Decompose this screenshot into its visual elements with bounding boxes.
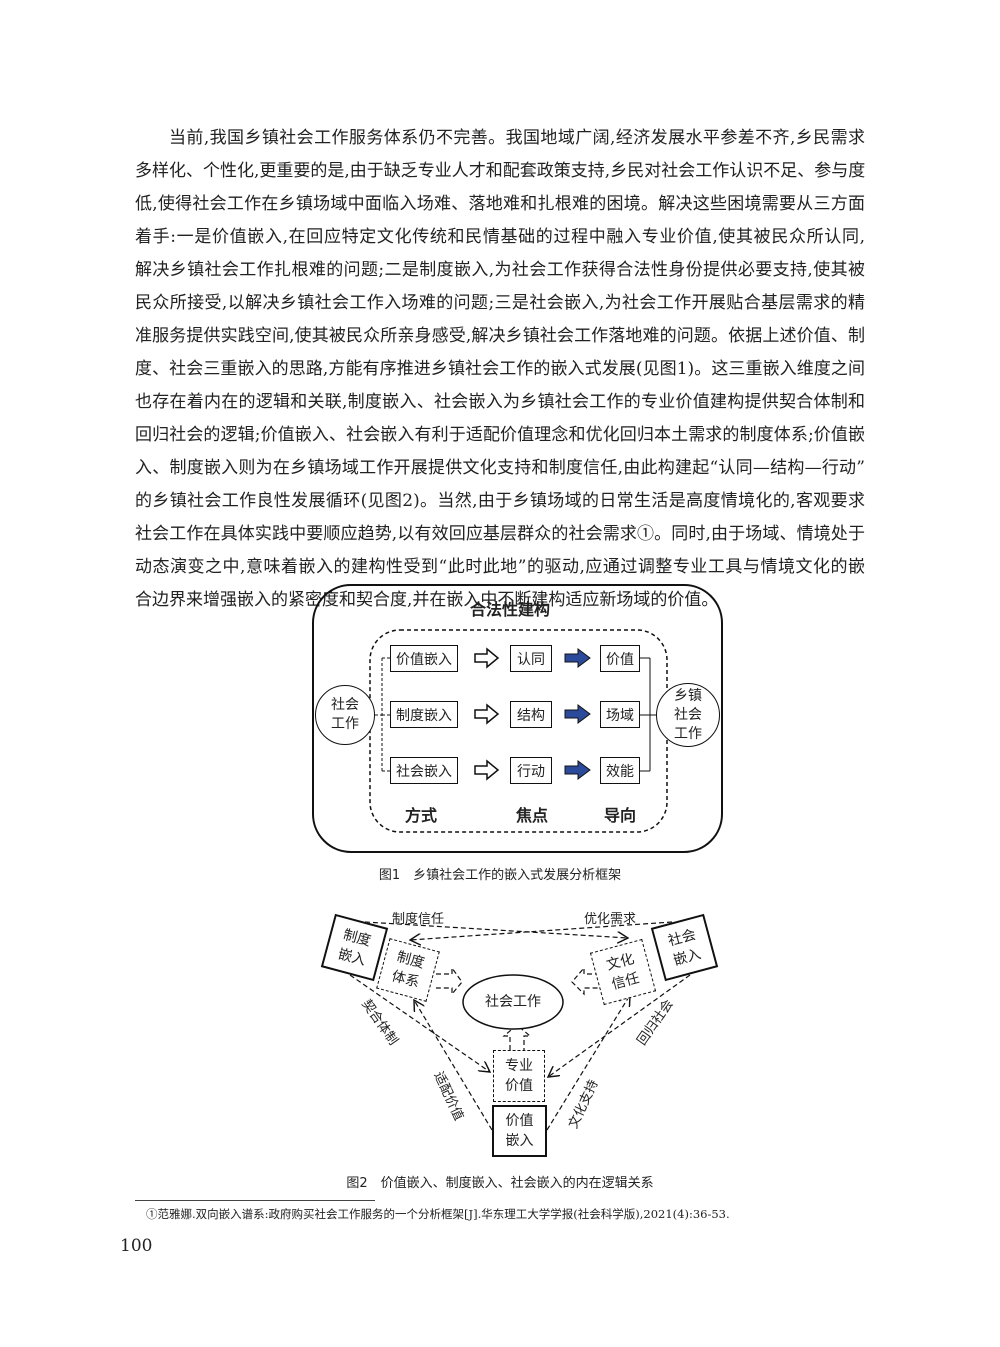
body-line: 低,使得社会工作在乡镇场域中面临入场难、落地难和扎根难的困境。解决这些困境需要从… [135,194,865,214]
node-township-social-work: 乡镇社会工作 [656,683,720,747]
focus-box: 行动 [510,757,552,784]
node-cultural-trust-label: 文化信任 [604,950,642,994]
orientation-box: 效能 [600,757,640,784]
body-line: 民众所接受,以解决乡镇社会工作入场难的问题;三是社会嵌入,为社会工作开展贴合基层… [135,293,865,313]
hollow-arrow-icon [474,703,500,725]
node-value-embedding-label: 价值嵌入 [505,1113,534,1149]
node-social-embedding-label: 社会嵌入 [666,926,703,969]
body-line: 合边界来增强嵌入的紧密度和契合度,并在嵌入中不断建构适应新场域的价值。 [135,590,719,610]
node-township-social-work-label: 乡镇社会工作 [674,687,702,742]
figure-1-title: 合法性建构 [470,600,551,619]
node-social-work-center: 社会工作 [485,994,541,1010]
column-label-focus: 焦点 [516,806,549,825]
body-line: 动态演变之中,意味着嵌入的建构性受到“此时此地”的驱动,应通过调整专业工具与情境… [135,557,865,577]
node-professional-value-label: 专业价值 [505,1058,533,1094]
blue-arrow-icon [564,704,591,724]
body-line: 当前,我国乡镇社会工作服务体系仍不完善。我国地域广阔,经济发展水平参差不齐,乡民… [169,128,865,148]
body-line: 社会工作在具体实践中要顺应趋势,以有效回应基层群众的社会需求①。同时,由于场域、… [135,524,865,544]
orientation-box: 场域 [600,701,640,728]
node-professional-value: 专业价值 [493,1050,545,1102]
hollow-arrow-icon [474,647,500,669]
footnote-divider [135,1200,375,1201]
focus-box: 结构 [510,701,552,728]
body-line: 准服务提供实践空间,使其被民众所亲身感受,解决乡镇社会工作落地难的问题。依据上述… [135,326,865,346]
focus-box: 认同 [510,645,552,672]
node-institutional-embedding-label: 制度嵌入 [336,926,373,969]
body-line: 度、社会三重嵌入的思路,方能有序推进乡镇社会工作的嵌入式发展(见图1)。这三重嵌… [135,359,865,379]
body-line: 的乡镇社会工作良性发展循环(见图2)。当然,由于乡镇场域的日常生活是高度情境化的… [135,491,865,511]
figure-1-caption: 图1 乡镇社会工作的嵌入式发展分析框架 [378,868,622,883]
column-label-orientation: 导向 [604,806,637,825]
body-line: 多样化、个性化,更重要的是,由于缺乏专业人才和配套政策支持,乡民对社会工作认识不… [135,161,866,181]
footnote: ①范雅娜.双向嵌入谱系:政府购买社会工作服务的一个分析框架[J].华东理工大学学… [146,1207,730,1221]
blue-arrow-icon [564,648,591,668]
body-paragraph: 当前,我国乡镇社会工作服务体系仍不完善。我国地域广阔,经济发展水平参差不齐,乡民… [135,122,865,617]
blue-arrow-icon [564,760,591,780]
figure-2-caption: 图2 价值嵌入、制度嵌入、社会嵌入的内在逻辑关系 [346,1176,654,1191]
node-value-embedding: 价值嵌入 [492,1105,547,1157]
page-number: 100 [120,1236,153,1256]
body-line: 回归社会的逻辑;价值嵌入、社会嵌入有利于适配价值理念和优化回归本土需求的制度体系… [135,425,865,445]
node-institutional-system-label: 制度体系 [389,948,427,992]
body-line: 入、制度嵌入则为在乡镇场域工作开展提供文化支持和制度信任,由此构建起“认同—结构… [135,458,865,478]
node-social-work-label: 社会工作 [331,697,359,732]
column-label-mode: 方式 [405,806,438,825]
edge-label-optimize-demand: 优化需求 [584,912,637,927]
hollow-arrow-icon [474,759,500,781]
edge-label-institutional-trust: 制度信任 [392,912,445,927]
mode-box: 价值嵌入 [390,645,458,672]
mode-box: 制度嵌入 [390,701,458,728]
body-line: 解决乡镇社会工作扎根难的问题;二是制度嵌入,为社会工作获得合法性身份提供必要支持… [135,260,865,280]
body-line: 也存在着内在的逻辑和关联,制度嵌入、社会嵌入为乡镇社会工作的专业价值建构提供契合… [135,392,865,412]
node-social-work: 社会工作 [315,685,375,745]
body-line: 着手:一是价值嵌入,在回应特定文化传统和民情基础的过程中融入专业价值,使其被民众… [135,227,865,247]
mode-box: 社会嵌入 [390,757,458,784]
orientation-box: 价值 [600,645,640,672]
